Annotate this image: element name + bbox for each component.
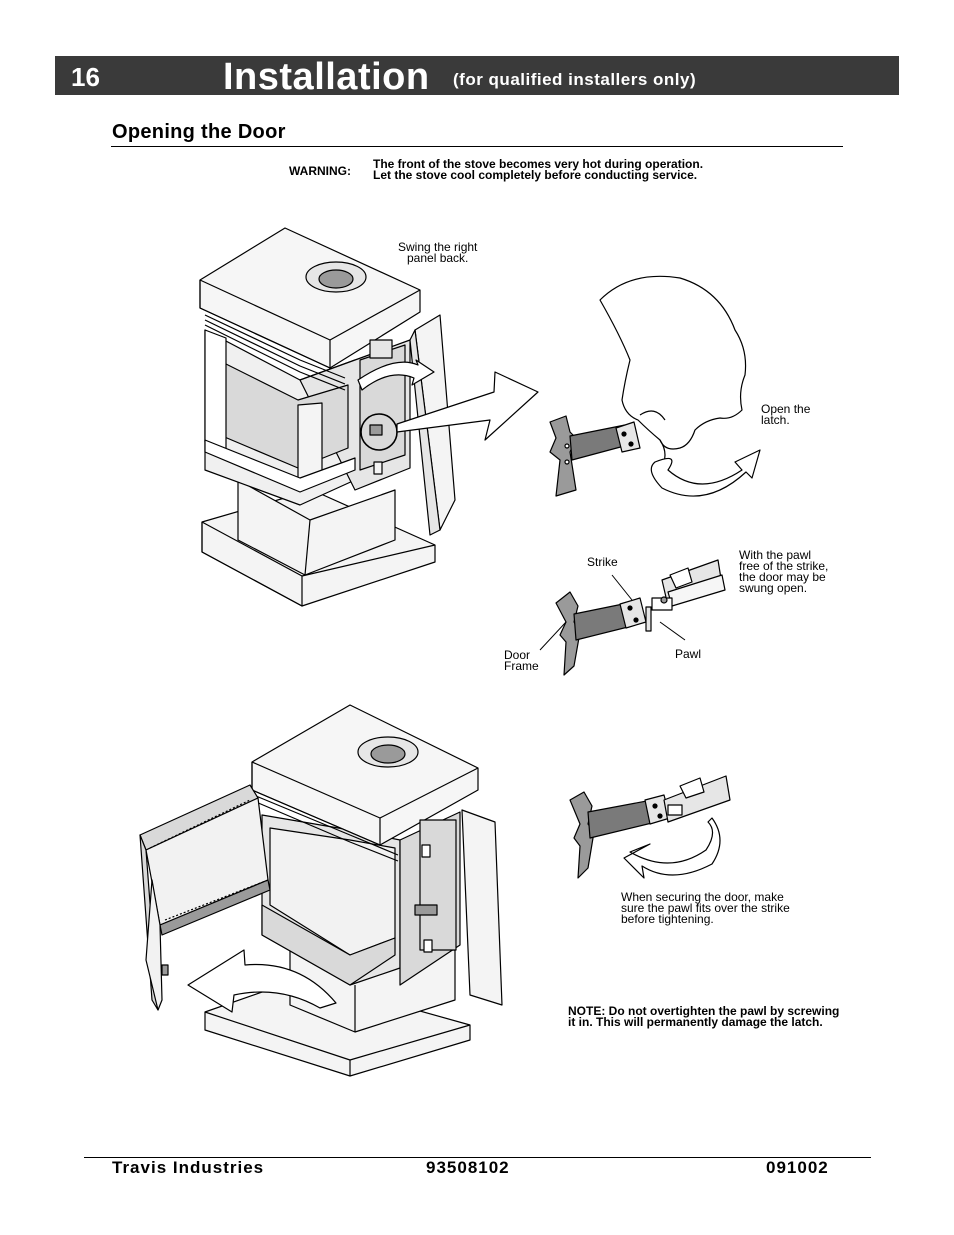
caption-secure-line-3: before tightening.: [621, 912, 714, 926]
hand-latch-illustration: [549, 275, 761, 497]
note-overtighten: NOTE: Do not overtighten the pawl by scr…: [568, 1004, 840, 1029]
label-door-frame-line-2: Frame: [504, 659, 539, 673]
warning-line-1: The front of the stove becomes very hot …: [373, 157, 704, 171]
warning-line-2: Let the stove cool completely before con…: [373, 168, 698, 182]
caption-pawl-line-2: free of the strike,: [739, 559, 829, 573]
caption-pawl-free: With the pawl free of the strike, the do…: [739, 548, 829, 595]
section-divider: [111, 146, 843, 147]
page-title: Installation: [223, 56, 430, 98]
note-line-2: it in. This will permanently damage the …: [568, 1015, 823, 1029]
warning-label: WARNING:: [289, 164, 351, 178]
label-door-frame-line-1: Door: [504, 648, 531, 662]
caption-open-line-1: Open the: [761, 402, 811, 416]
page-subtitle: (for qualified installers only): [453, 70, 697, 89]
label-pawl: Pawl: [675, 647, 702, 661]
footer-date: 091002: [766, 1158, 829, 1177]
latch-detail-illustration: [539, 559, 726, 676]
caption-swing-panel: Swing the right panel back.: [398, 240, 478, 265]
caption-pawl-line-1: With the pawl: [739, 548, 812, 562]
label-strike: Strike: [587, 555, 618, 569]
latch-secure-illustration: [569, 775, 731, 879]
section-title: Opening the Door: [112, 121, 286, 143]
caption-securing-door: When securing the door, make sure the pa…: [621, 890, 790, 926]
page-number: 16: [71, 62, 100, 92]
caption-secure-line-2: sure the pawl fits over the strike: [621, 901, 790, 915]
page-header: 16 Installation (for qualified installer…: [55, 56, 899, 98]
stove-illustration-bottom: [139, 704, 503, 1077]
footer-part-number: 93508102: [426, 1158, 510, 1177]
footer-company: Travis Industries: [112, 1158, 265, 1177]
stove-illustration-top: [199, 227, 539, 607]
footer-divider: [84, 1157, 871, 1158]
caption-pawl-line-3: the door may be: [739, 570, 826, 584]
caption-secure-line-1: When securing the door, make: [621, 890, 784, 904]
warning-text: The front of the stove becomes very hot …: [373, 157, 704, 182]
note-line-1: NOTE: Do not overtighten the pawl by scr…: [568, 1004, 840, 1018]
caption-pawl-line-4: swung open.: [739, 581, 808, 595]
caption-open-latch: Open the latch.: [761, 402, 811, 427]
caption-swing-line-2: panel back.: [407, 251, 469, 265]
label-door-frame: Door Frame: [504, 648, 539, 673]
caption-open-line-2: latch.: [761, 413, 790, 427]
caption-swing-line-1: Swing the right: [398, 240, 478, 254]
